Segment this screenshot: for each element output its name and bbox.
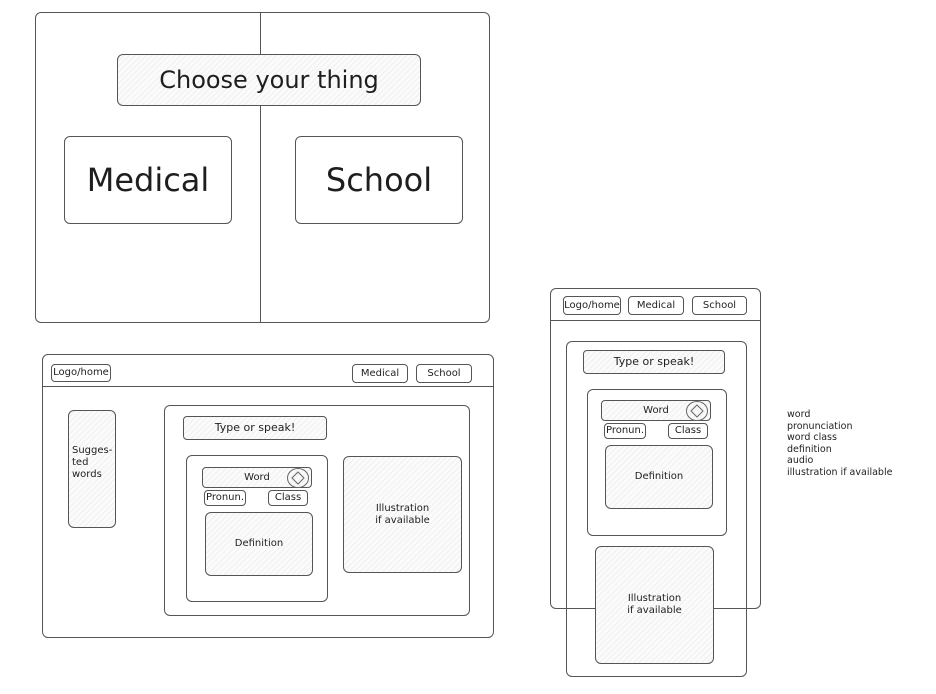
suggested-words-label: Sugges- ted words <box>72 445 113 480</box>
mobile-pronunciation: Pronun. <box>604 423 646 439</box>
desktop-frame <box>42 354 494 638</box>
desktop-nav-medical[interactable]: Medical <box>352 364 408 383</box>
mobile-definition: Definition <box>605 445 713 509</box>
mobile-word-class: Class <box>668 423 708 439</box>
landing-title: Choose your thing <box>117 54 421 106</box>
desktop-nav-bar <box>42 386 494 387</box>
desktop-audio-icon[interactable] <box>287 468 309 488</box>
medical-button[interactable]: Medical <box>64 136 232 224</box>
desktop-content-panel <box>164 405 470 616</box>
mobile-nav-medical[interactable]: Medical <box>628 296 684 315</box>
desktop-word-card <box>186 455 328 602</box>
school-button[interactable]: School <box>295 136 463 224</box>
mobile-search-input[interactable]: Type or speak! <box>583 350 725 374</box>
landing-frame <box>35 12 490 323</box>
desktop-pronunciation: Pronun. <box>204 490 246 506</box>
suggested-words-panel[interactable] <box>68 410 116 528</box>
mobile-logo-home[interactable]: Logo/home <box>563 296 621 315</box>
mobile-content-panel <box>566 341 747 677</box>
desktop-nav-school[interactable]: School <box>416 364 472 383</box>
mobile-nav-school[interactable]: School <box>692 296 747 315</box>
note-item: illustration if available <box>787 466 893 478</box>
desktop-word-field: Word <box>202 467 312 488</box>
note-item: definition <box>787 443 832 455</box>
landing-divider <box>260 12 261 323</box>
desktop-search-input[interactable]: Type or speak! <box>183 416 327 440</box>
mobile-illustration: Illustration if available <box>595 546 714 664</box>
desktop-definition: Definition <box>205 512 313 576</box>
mobile-audio-icon[interactable] <box>686 401 708 421</box>
mobile-word-field: Word <box>601 400 711 421</box>
note-item: pronunciation <box>787 420 853 432</box>
content-notes: word pronunciation word class definition… <box>787 409 927 478</box>
note-item: audio <box>787 455 814 466</box>
mobile-nav-bar <box>550 320 761 321</box>
desktop-illustration: Illustration if available <box>343 456 462 573</box>
note-item: word <box>787 409 811 420</box>
desktop-logo-home[interactable]: Logo/home <box>51 364 111 382</box>
note-item: word class <box>787 432 837 443</box>
mobile-word-card <box>587 389 727 536</box>
desktop-word-class: Class <box>268 490 308 506</box>
